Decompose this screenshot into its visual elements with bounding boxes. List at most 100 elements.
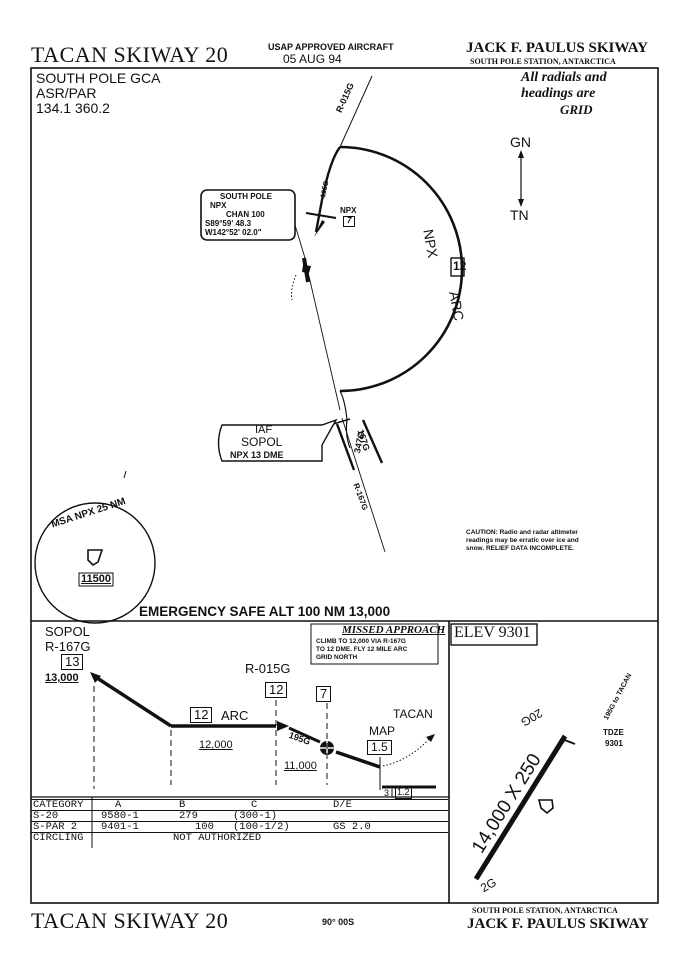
footer-position: 90° 00S	[322, 917, 355, 927]
elev-box	[450, 623, 538, 646]
iaf-label: IAF	[255, 424, 273, 436]
profile-level-arrow	[277, 721, 289, 731]
caution-line-3: snow. RELIEF DATA INCOMPLETE.	[466, 545, 574, 552]
npx7-label: NPX	[340, 206, 357, 215]
profile-descent-1	[93, 674, 172, 728]
mins-header-c: C	[231, 799, 331, 811]
airport-name: JACK F. PAULUS SKIWAY	[466, 40, 648, 56]
arc-circle-left	[339, 146, 463, 392]
course-347	[335, 423, 356, 471]
npx7-dme-box: 7	[343, 216, 356, 227]
chart-title: TACAN SKIWAY 20	[31, 42, 229, 67]
course-167	[361, 419, 384, 464]
minimums-row: S-PAR 2 9401-1 100 (100-1/2) GS 2.0	[31, 821, 448, 833]
profile-map-dme: 1.5	[367, 740, 392, 756]
true-north-arrow-head	[518, 199, 524, 207]
profile-arc-dme: 12	[190, 707, 213, 724]
profile-fix2-dme: 12	[265, 682, 288, 699]
approval-date: 05 AUG 94	[283, 52, 342, 66]
navaid-leader	[294, 224, 306, 259]
profile-arc-word: ARC	[221, 708, 249, 723]
missed-dotted	[291, 274, 297, 301]
missed-approach-line-2: TO 12 DME. FLY 12 MILE ARC	[316, 646, 408, 653]
navaid-lon: W142°52' 02.0"	[205, 228, 262, 237]
iaf-fix-dme: NPX 13 DME	[230, 450, 284, 460]
msa-alt-box	[78, 572, 114, 587]
caution-line-2: readings may be erratic over ice and	[466, 537, 579, 544]
grid-note-1: All radials and	[521, 70, 607, 85]
missed-approach-line-1: CLIMB TO 12,000 VIA R-167G	[316, 638, 406, 645]
comms-line-2: ASR/PAR	[36, 85, 97, 101]
stray-mark	[123, 470, 127, 479]
r015-line	[339, 75, 373, 148]
profile-missed	[382, 737, 431, 767]
comms-line-1: SOUTH POLE GCA	[36, 70, 161, 86]
profile-fix1-radial: R-167G	[45, 639, 91, 654]
mins-cell: (100-1/2)	[231, 821, 331, 833]
sopol-tick	[332, 418, 351, 425]
course-arrow	[314, 220, 325, 237]
missed-approach-title: MISSED APPROACH	[342, 624, 446, 636]
true-north-label: TN	[510, 207, 529, 223]
turn-path	[320, 146, 341, 201]
iaf-callout	[217, 418, 338, 462]
missed-box	[310, 623, 439, 665]
mins-cell: 279	[177, 810, 231, 822]
iaf-fix-name: SOPOL	[241, 435, 283, 449]
navaid-channel: CHAN 100	[226, 210, 265, 219]
dme-arc-12	[339, 145, 464, 393]
minimums-row: CIRCLING NOT AUTHORIZED	[31, 832, 448, 843]
footer-airport-name: JACK F. PAULUS SKIWAY	[467, 916, 649, 932]
profile-fix2-radial: R-015G	[245, 661, 291, 676]
profile-arc-alt: 12,000	[199, 739, 233, 751]
tdze-label: TDZE	[603, 728, 624, 737]
profile-tacan-label: TACAN	[393, 707, 433, 721]
profile-dist-1: 3	[384, 788, 390, 798]
grid-note-2: headings are	[521, 86, 596, 101]
grid-note-3: GRID	[560, 102, 593, 117]
navaid-name: SOUTH POLE	[220, 192, 273, 201]
mins-header-a: A	[93, 799, 177, 811]
tacan-symbol	[302, 265, 311, 273]
npx7-tick	[305, 212, 337, 219]
profile-fix3-dme: 7	[316, 686, 332, 703]
msa-altitude: 11500	[81, 573, 111, 585]
airport-elevation: ELEV 9301	[454, 624, 531, 641]
msa-navaid-symbol	[87, 549, 104, 567]
mins-header-de: D/E	[331, 799, 448, 811]
footer-location: SOUTH POLE STATION, ANTARCTICA	[472, 906, 618, 915]
profile-descent-3	[335, 750, 381, 769]
mins-cell: 100	[177, 821, 231, 833]
minimums-table: CATEGORY A B C D/E S-20 9580-1 279 (300-…	[31, 799, 448, 843]
final-line	[307, 271, 341, 411]
minimums-header-row: CATEGORY A B C D/E	[31, 799, 448, 811]
profile-descent-2	[288, 726, 321, 744]
airport-tacan-symbol	[537, 799, 554, 815]
navaid-ident: NPX	[210, 201, 227, 210]
r167-line	[341, 417, 386, 553]
location: SOUTH POLE STATION, ANTARCTICA	[470, 57, 616, 66]
tdze-value: 9301	[605, 739, 623, 748]
grid-north-label: GN	[510, 134, 531, 150]
footer-title: TACAN SKIWAY 20	[31, 908, 229, 933]
mins-cell	[331, 810, 448, 822]
mins-cell: 9580-1	[93, 810, 177, 822]
navaid-lat: S89°59' 48.3	[205, 219, 252, 228]
mins-cell: (300-1)	[231, 810, 331, 822]
approval-line: USAP APPROVED AIRCRAFT	[268, 42, 394, 52]
airport-runway	[473, 734, 568, 881]
profile-fix1-dme: 13	[61, 654, 84, 671]
mins-cell: NOT AUTHORIZED	[93, 832, 448, 843]
mins-cell: S-20	[31, 810, 93, 822]
comms-line-3: 134.1 360.2	[36, 100, 110, 116]
mins-cell: GS 2.0	[331, 821, 448, 833]
arc-dme-label: 12	[453, 259, 467, 273]
profile-start-marker	[90, 672, 101, 683]
profile-fix1-alt: 13,000	[45, 672, 79, 684]
minimums-row: S-20 9580-1 279 (300-1)	[31, 810, 448, 822]
msa-circle	[34, 502, 156, 624]
profile-dist-2: 1.2	[395, 787, 412, 799]
mins-header-b: B	[177, 799, 231, 811]
profile-map-label: MAP	[369, 724, 396, 738]
